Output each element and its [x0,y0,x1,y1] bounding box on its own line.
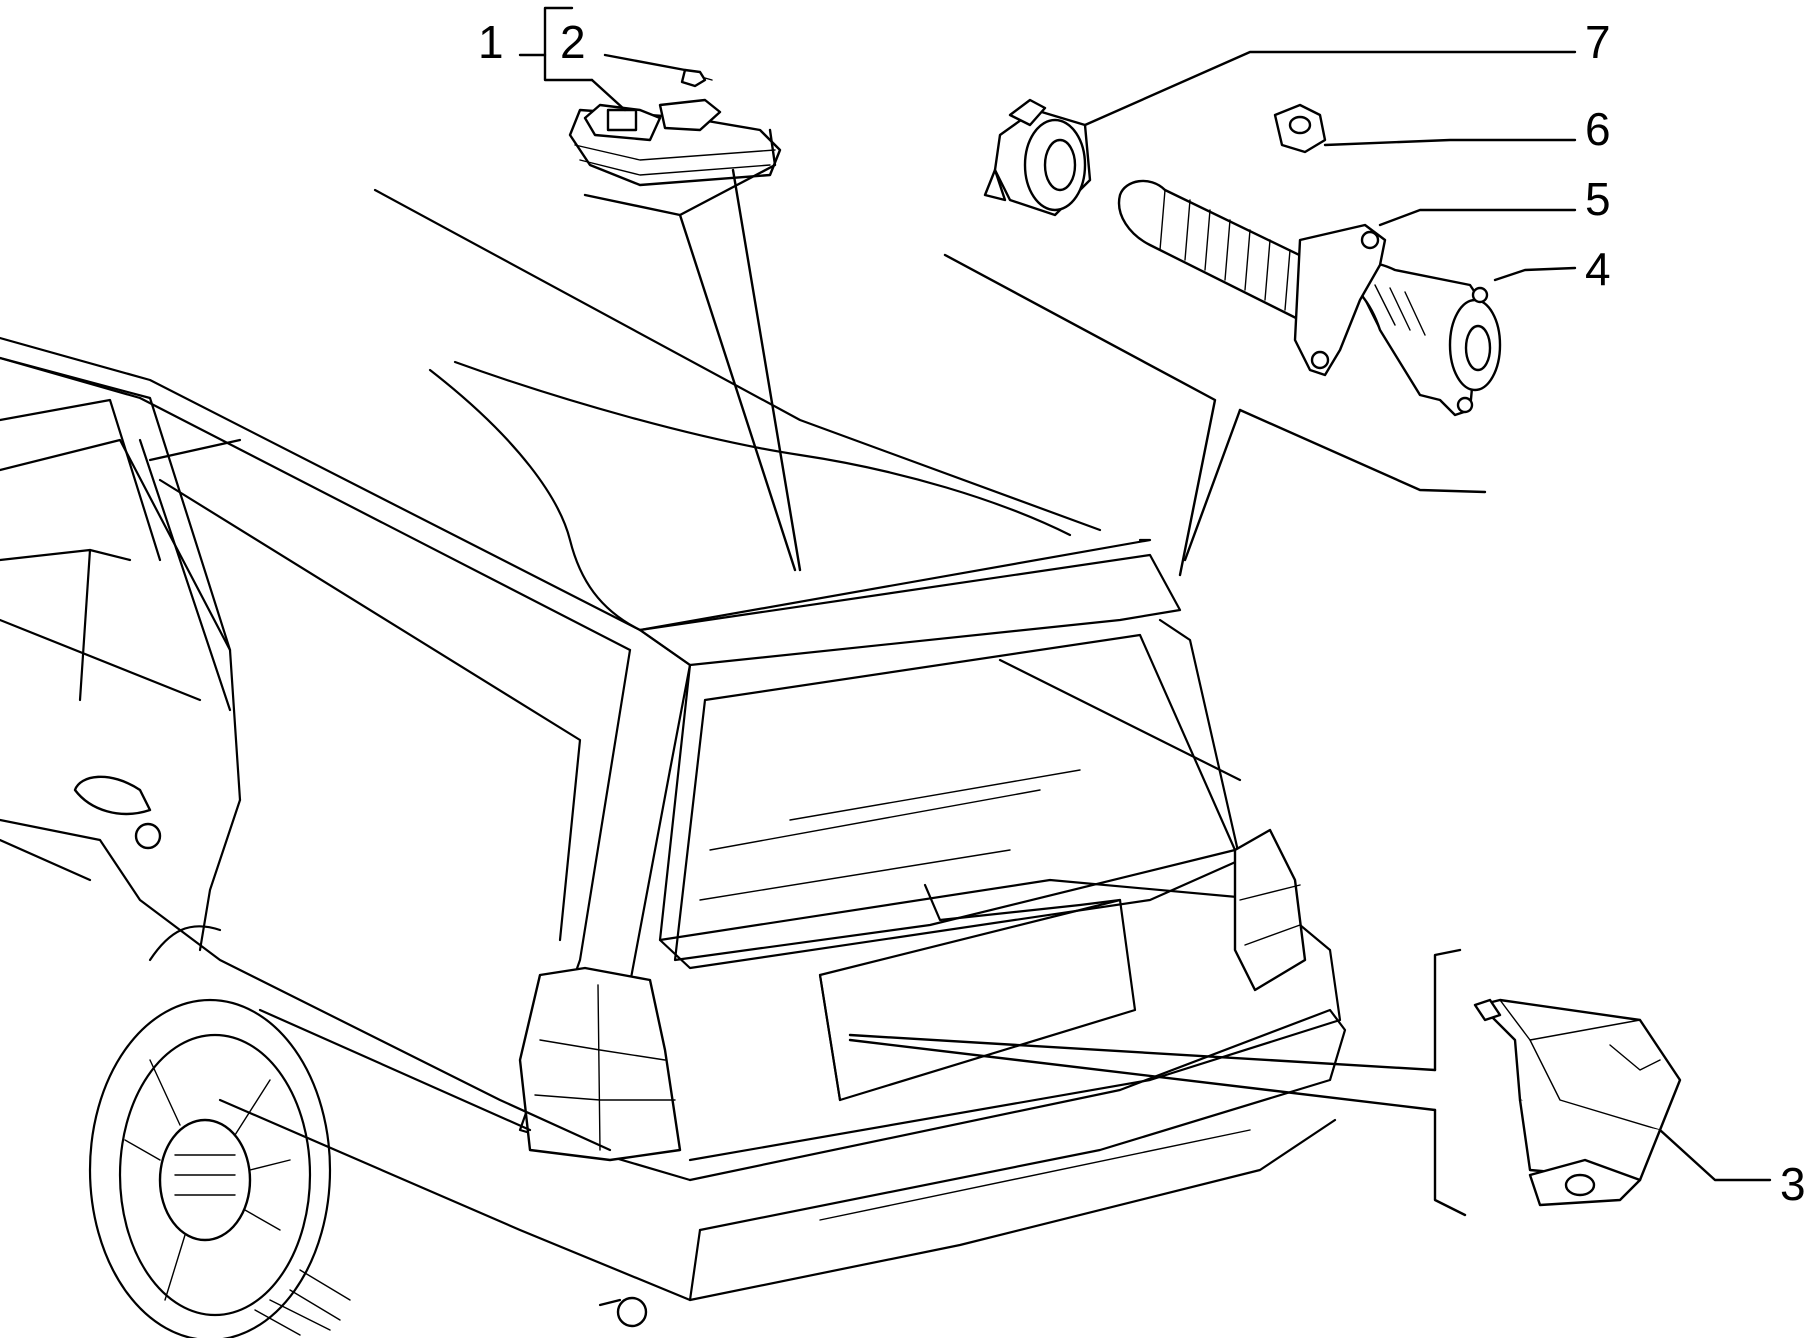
license-plate-lamp-part [1473,998,1682,1207]
car-body [0,188,1347,1342]
callout-7: 7 [1585,16,1611,68]
callout-3: 3 [1780,1158,1806,1210]
callout-4: 4 [1585,243,1611,295]
callout-5: 5 [1585,173,1611,225]
callout-6: 6 [1585,103,1611,155]
callout-labels: 1 2 3 4 5 6 7 [478,16,1806,1210]
bushing-part-7 [983,98,1092,217]
grommet-part-4 [1333,261,1502,417]
callout-1: 1 [478,16,504,68]
callout-2: 2 [560,16,586,68]
interior-lamp-part [568,68,782,187]
bellows-part-5 [1117,179,1387,377]
leader-lines [518,6,1772,1217]
nut-part-6 [1273,103,1327,154]
